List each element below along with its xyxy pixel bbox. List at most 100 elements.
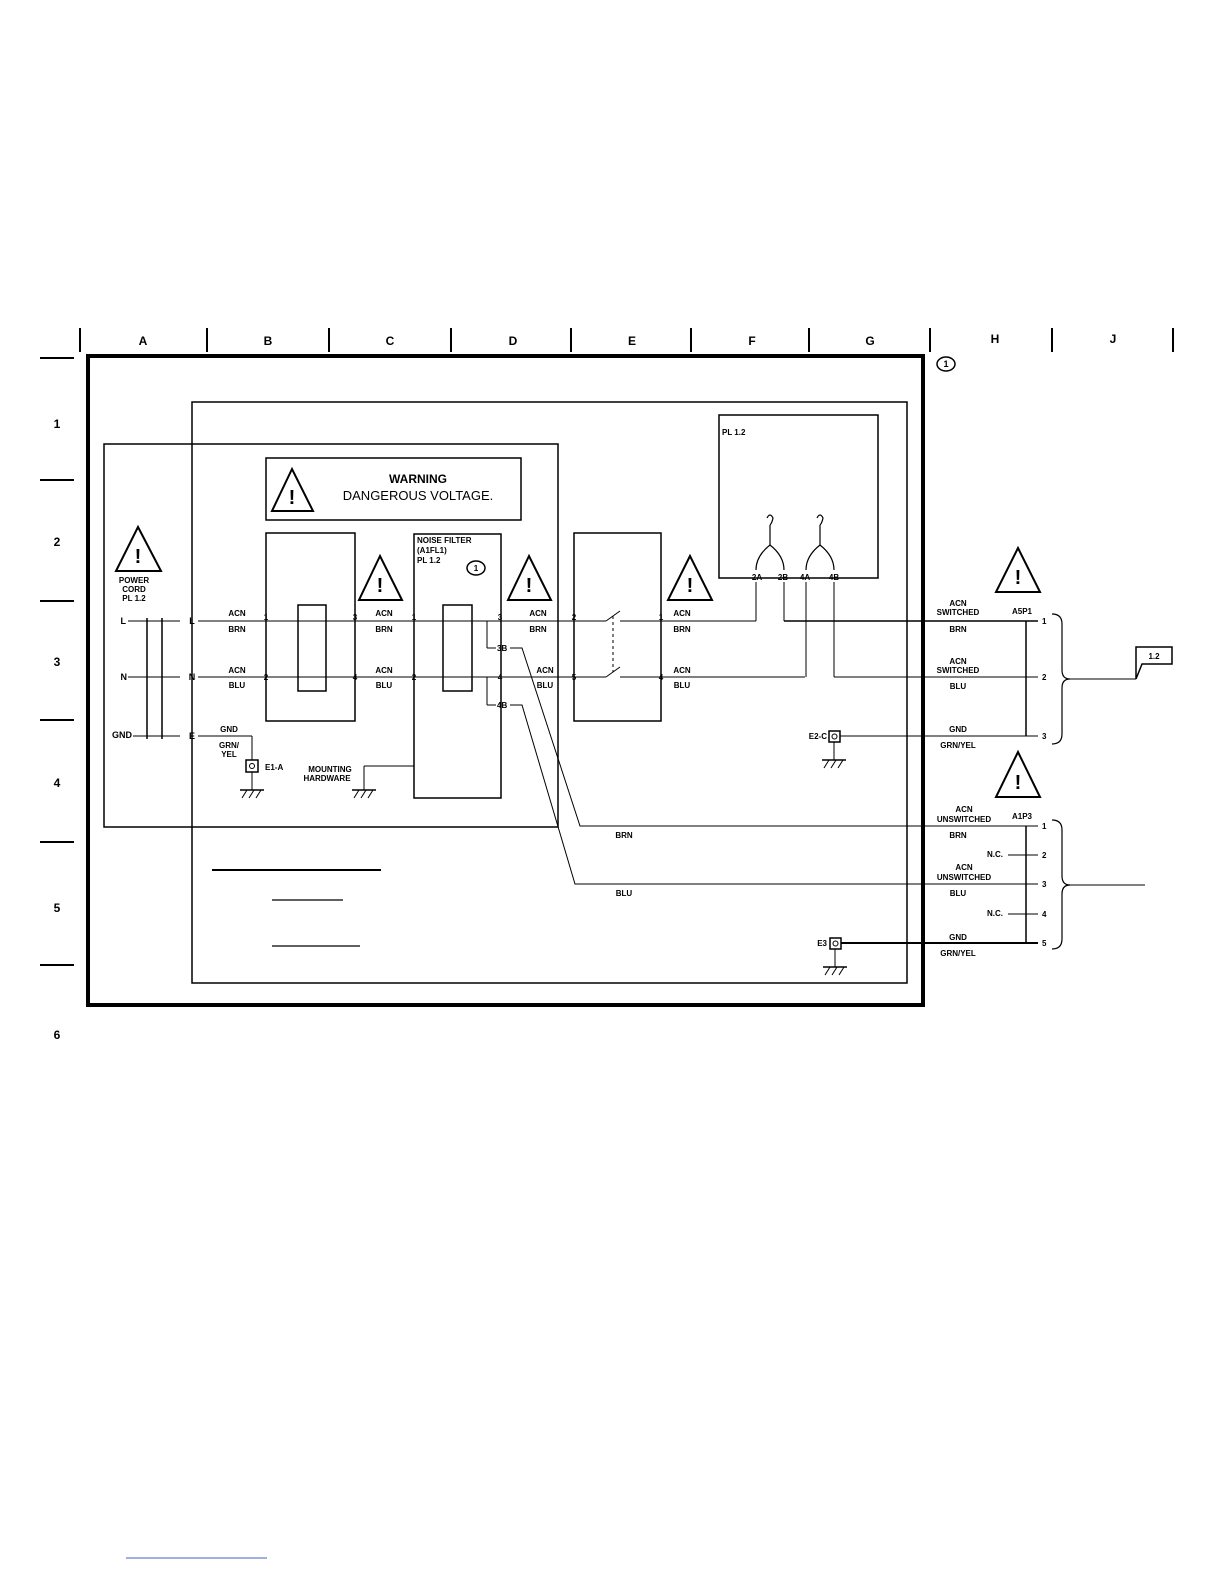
- svg-text:1: 1: [943, 359, 948, 369]
- wire-label-acn: ACN: [673, 609, 691, 618]
- a1p3-labels: ACN UNSWITCHED BRN A1P3 N.C. ACN UNSWITC…: [937, 805, 1145, 958]
- wire-label-acn: ACN: [375, 666, 393, 675]
- svg-text:2: 2: [1042, 851, 1047, 860]
- warning-text: DANGEROUS VOLTAGE.: [343, 488, 494, 503]
- warning-box: ! WARNING DANGEROUS VOLTAGE.: [265, 457, 522, 521]
- power-switch: 2 5 1 4: [572, 532, 664, 722]
- line-filter-block: 1 2 3 4: [264, 532, 358, 722]
- column-label-j: J: [1110, 332, 1117, 346]
- svg-text:5: 5: [1042, 939, 1047, 948]
- wire-label-brn: BRN: [228, 625, 246, 634]
- noise-filter-label: NOISE FILTER: [417, 536, 472, 545]
- wire-label-acn: ACN: [529, 609, 547, 618]
- svg-text:3: 3: [1042, 732, 1047, 741]
- svg-text:5: 5: [572, 673, 577, 682]
- outer-frame: [86, 354, 925, 1007]
- warning-triangle-icon: !: [994, 749, 1042, 798]
- svg-text:CORD: CORD: [122, 585, 146, 594]
- svg-text:(A1FL1): (A1FL1): [417, 546, 447, 555]
- wire-label-blu: BLU: [674, 681, 691, 690]
- warning-title: WARNING: [389, 472, 447, 486]
- svg-text:MOUNTING: MOUNTING: [308, 765, 352, 774]
- row-label-4: 4: [54, 776, 61, 790]
- svg-text:3: 3: [498, 613, 503, 622]
- svg-text:1.2: 1.2: [1148, 652, 1160, 661]
- offpage-reference: 1.2: [1135, 646, 1173, 680]
- column-grid: A B C D E F G H J: [79, 328, 1174, 352]
- svg-text:GRN/YEL: GRN/YEL: [940, 741, 976, 750]
- note-callout: 1: [936, 356, 956, 372]
- svg-text:GND: GND: [949, 933, 967, 942]
- svg-text:!: !: [135, 546, 142, 568]
- svg-text:2: 2: [412, 673, 417, 682]
- svg-text:BRN: BRN: [949, 831, 967, 840]
- row-label-5: 5: [54, 901, 61, 915]
- column-label-h: H: [991, 332, 1000, 346]
- wire-label-brn: BRN: [615, 831, 633, 840]
- svg-text:GND: GND: [949, 725, 967, 734]
- svg-text:!: !: [1015, 567, 1022, 589]
- power-cord: POWER CORD PL 1.2 L N GND L N E: [112, 576, 195, 741]
- svg-text:N: N: [189, 672, 196, 682]
- column-label-g: G: [865, 334, 874, 348]
- svg-text:BLU: BLU: [950, 889, 967, 898]
- svg-text:GND: GND: [220, 725, 238, 734]
- a1p3-ref: A1P3: [1012, 812, 1033, 821]
- svg-text:ACN: ACN: [955, 863, 973, 872]
- svg-text:1: 1: [1042, 822, 1047, 831]
- svg-text:4B: 4B: [829, 573, 839, 582]
- svg-text:GND: GND: [112, 730, 133, 740]
- svg-text:3: 3: [353, 613, 358, 622]
- ground-e2c: E2-C: [809, 730, 1038, 769]
- svg-text:2B: 2B: [778, 573, 788, 582]
- svg-text:GRN/YEL: GRN/YEL: [940, 949, 976, 958]
- svg-text:3: 3: [1042, 880, 1047, 889]
- svg-text:L: L: [189, 616, 195, 626]
- svg-text:4: 4: [1042, 910, 1047, 919]
- svg-text:2: 2: [1042, 673, 1047, 682]
- wire-label-blu: BLU: [229, 681, 246, 690]
- svg-text:GRN/: GRN/: [219, 741, 240, 750]
- column-label-f: F: [748, 334, 755, 348]
- svg-text:N: N: [121, 672, 128, 682]
- warning-triangle-icon: !: [114, 524, 163, 572]
- row-label-6: 6: [54, 1028, 61, 1042]
- wire-label-acn: ACN: [536, 666, 554, 675]
- a5p1-ref: A5P1: [1012, 607, 1033, 616]
- wire-label-brn: BRN: [529, 625, 547, 634]
- legend-lines: [212, 869, 381, 947]
- mounting-hardware-ground: MOUNTING HARDWARE: [303, 765, 414, 799]
- svg-text:1: 1: [412, 613, 417, 622]
- column-label-c: C: [386, 334, 395, 348]
- inner-frame: [191, 401, 908, 984]
- svg-text:BRN: BRN: [949, 625, 967, 634]
- wire-label-acn: ACN: [228, 609, 246, 618]
- svg-text:E3: E3: [817, 939, 827, 948]
- svg-text:!: !: [377, 575, 384, 597]
- svg-text:1: 1: [659, 613, 664, 622]
- ground-e3: E3: [817, 937, 1038, 976]
- power-entry-frame: [103, 443, 559, 828]
- ground-e1a: GND GRN/ YEL E1-A: [198, 725, 283, 799]
- unswitched-blu-wire: [510, 704, 1038, 885]
- wire-label-acn: ACN: [673, 666, 691, 675]
- svg-text:4: 4: [659, 673, 664, 682]
- svg-text:4B: 4B: [497, 701, 507, 710]
- svg-text:2A: 2A: [752, 573, 762, 582]
- row-label-2: 2: [54, 535, 61, 549]
- warning-triangle-icon: !: [666, 553, 714, 601]
- svg-text:1: 1: [264, 613, 269, 622]
- warning-triangle-icon: !: [506, 553, 553, 601]
- svg-text:UNSWITCHED: UNSWITCHED: [937, 815, 991, 824]
- svg-text:!: !: [1015, 772, 1022, 794]
- svg-text:L: L: [121, 616, 127, 626]
- svg-text:ACN: ACN: [949, 599, 967, 608]
- svg-text:4A: 4A: [800, 573, 810, 582]
- svg-text:PL 1.2: PL 1.2: [122, 594, 146, 603]
- svg-text:SWITCHED: SWITCHED: [937, 608, 980, 617]
- svg-text:1: 1: [1042, 617, 1047, 626]
- column-label-e: E: [628, 334, 636, 348]
- svg-text:2: 2: [572, 613, 577, 622]
- svg-text:4: 4: [353, 673, 358, 682]
